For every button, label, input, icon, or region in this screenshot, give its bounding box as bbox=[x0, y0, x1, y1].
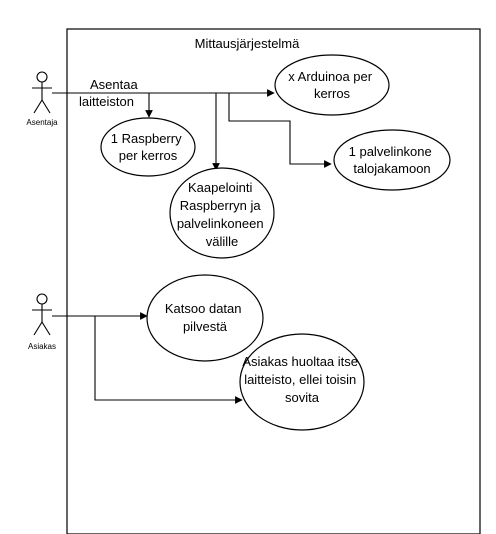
usecase-cloud-label: Katsoo datan pilvestä bbox=[165, 301, 245, 334]
usecase-maintenance bbox=[239, 333, 365, 431]
edge-to-server bbox=[228, 93, 332, 168]
actor-installer-head bbox=[36, 71, 48, 83]
usecase-cabling-label: Kaapelointi Raspberryn ja palvelinkoneen… bbox=[177, 180, 267, 249]
customer-connectors bbox=[52, 312, 243, 404]
usecase-server-label: 1 palvelinkone talojakamoon bbox=[349, 144, 436, 176]
usecase-arduino-label: x Arduinoa per kerros bbox=[288, 69, 375, 101]
system-boundary bbox=[66, 28, 481, 534]
actor-installer bbox=[32, 71, 52, 114]
usecase-server bbox=[333, 129, 451, 191]
usecase-raspberry-label: 1 Raspberry per kerros bbox=[111, 131, 185, 163]
actor-customer-label: Asiakas bbox=[28, 342, 56, 351]
usecase-maintenance-label: Asiakas huoltaa itse laitteisto, ellei t… bbox=[242, 354, 361, 405]
edge-label-install-2: laitteiston bbox=[79, 94, 134, 109]
actor-installer-label: Asentaja bbox=[26, 118, 58, 127]
usecase-cloud bbox=[146, 274, 264, 362]
usecase-cabling bbox=[169, 167, 275, 259]
edge-to-maintenance bbox=[94, 316, 243, 404]
usecase-raspberry bbox=[100, 117, 196, 177]
usecase-arduino bbox=[274, 54, 390, 116]
actor-customer bbox=[32, 293, 52, 336]
installer-connectors bbox=[52, 89, 332, 171]
edge-label-install-1: Asentaa bbox=[90, 77, 138, 92]
system-title: Mittausjärjestelmä bbox=[195, 36, 301, 51]
actor-customer-head bbox=[36, 293, 48, 305]
